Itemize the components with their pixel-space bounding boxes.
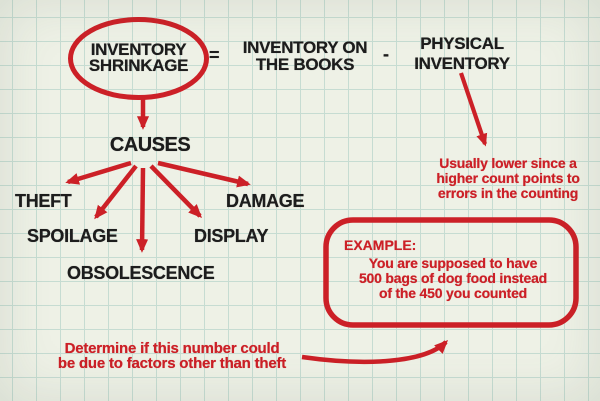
counting-note-line3: errors in the counting (437, 185, 579, 201)
example-body-line3: of the 450 you counted (378, 285, 528, 301)
books-line1: INVENTORY ON (242, 38, 368, 57)
arrow-causes-to-damage (157, 160, 251, 188)
inventory-shrinkage-label: INVENTORY SHRINKAGE (70, 40, 207, 75)
example-box-border (323, 217, 579, 328)
counting-note-line1: Usually lower since a (439, 155, 577, 171)
example-body-line2: 500 bags of dog food instead (358, 270, 548, 286)
example-body-line1: You are supposed to have (368, 255, 538, 271)
example-body: You are supposed to have 500 bags of dog… (338, 256, 568, 301)
example-title: EXAMPLE: (344, 237, 417, 253)
cause-obsolescence-label: OBSOLESCENCE (67, 263, 215, 283)
inventory-on-books-label: INVENTORY ON THE BOOKS (228, 39, 382, 73)
minus-sign: - (383, 44, 389, 64)
arrow-determine-to-example (301, 339, 449, 364)
counting-note: Usually lower since a higher count point… (420, 156, 596, 201)
cause-damage-label: DAMAGE (226, 191, 305, 211)
cause-display-label: DISPLAY (194, 226, 269, 246)
cause-spoilage-label: SPOILAGE (27, 226, 118, 246)
counting-note-line2: higher count points to (436, 170, 580, 186)
equals-sign: = (209, 45, 220, 65)
physical-line2: INVENTORY (414, 54, 510, 73)
determine-note-line1: Determine if this number could (64, 340, 280, 357)
inventory-shrinkage-line2: SHRINKAGE (88, 56, 189, 75)
arrow-causes-to-obsolescence (136, 167, 149, 253)
physical-line1: PHYSICAL (420, 34, 504, 53)
arrow-causes-to-display (149, 164, 203, 219)
determine-note: Determine if this number could be due to… (44, 341, 300, 371)
inventory-shrinkage-ellipse (68, 17, 209, 100)
arrow-causes-to-spoilage (94, 164, 138, 220)
arrow-causes-to-theft (65, 160, 132, 185)
cause-theft-label: THEFT (15, 191, 72, 211)
determine-note-line2: be due to factors other than theft (57, 355, 287, 372)
inventory-shrinkage-line1: INVENTORY (90, 40, 187, 59)
books-line2: THE BOOKS (255, 55, 355, 74)
arrow-physical-to-note (459, 72, 488, 147)
causes-label: CAUSES (109, 134, 191, 156)
physical-inventory-label: PHYSICAL INVENTORY (401, 34, 523, 74)
